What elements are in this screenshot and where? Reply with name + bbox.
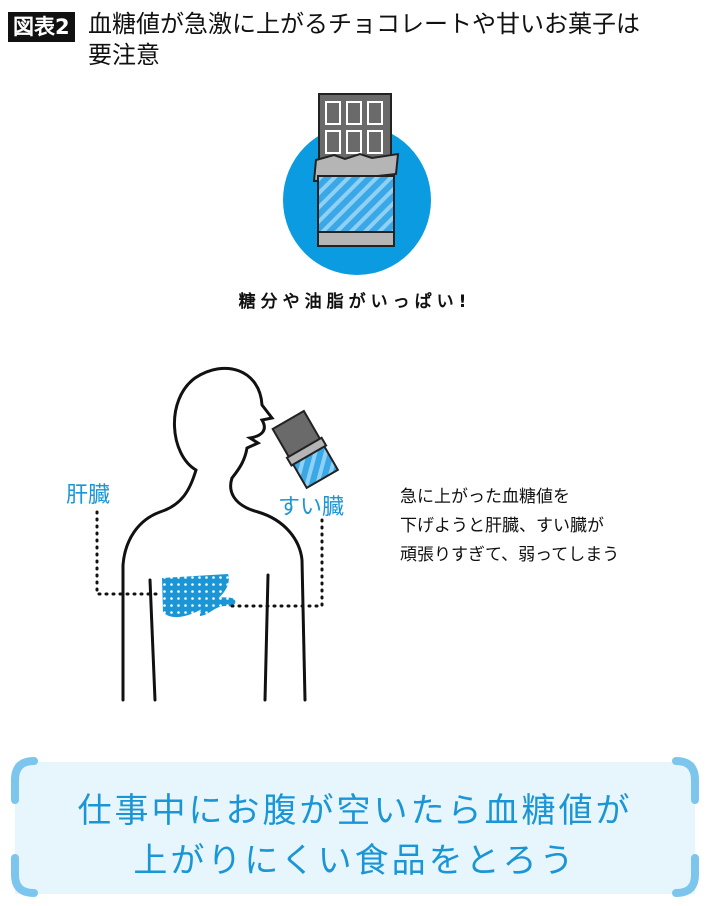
explanation-note: 急に上がった血糖値を 下げようと肝臓、すい臓が 頑張りすぎて、弱ってしまう (400, 483, 619, 570)
liver-label: 肝臓 (66, 483, 111, 508)
note-line: 急に上がった血糖値を (400, 487, 570, 507)
tip-line-1: 仕事中にお腹が空いたら血糖値が (77, 791, 633, 831)
title-line-2: 要注意 (88, 41, 160, 69)
figure-label: 図表2 (8, 12, 75, 42)
chocolate-illustration (283, 93, 431, 275)
small-chocolate-icon (271, 409, 340, 490)
note-line: 頑張りすぎて、弱ってしまう (400, 545, 620, 565)
pancreas-shape (200, 597, 236, 616)
title-line-1: 血糖値が急激に上がるチョコレートや甘いお菓子は (88, 10, 640, 38)
page-title: 血糖値が急激に上がるチョコレートや甘いお菓子は 要注意 (88, 9, 703, 71)
organs (162, 574, 236, 618)
tip-box (15, 762, 695, 894)
person-silhouette (121, 366, 307, 702)
chocolate-caption: 糖分や油脂がいっぱい! (238, 292, 472, 312)
liver-shape (162, 574, 229, 618)
tip-line-2: 上がりにくい食品をとろう (133, 841, 577, 881)
dotted-leader-lines (95, 510, 324, 608)
note-line: 下げようと肝臓、すい臓が (400, 516, 604, 536)
pancreas-label: すい臓 (278, 495, 345, 520)
